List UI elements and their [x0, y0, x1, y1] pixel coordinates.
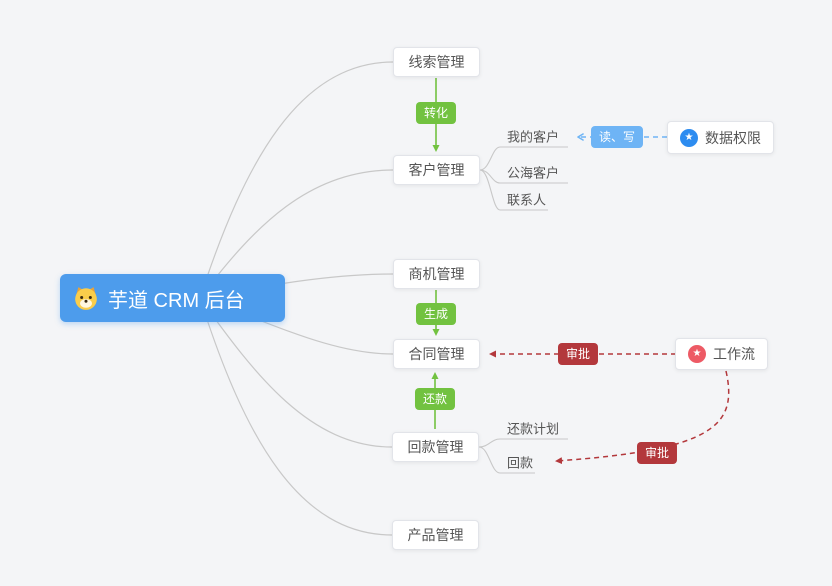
badge-repay: 还款	[414, 388, 456, 410]
node-workflow[interactable]: ★ 工作流	[675, 338, 768, 370]
node-product[interactable]: 产品管理	[392, 520, 479, 550]
badge-generate: 生成	[415, 303, 457, 325]
node-receivable[interactable]: 回款管理	[392, 432, 479, 462]
edge-root-product	[199, 297, 393, 536]
edge-customers-contact	[479, 169, 548, 211]
root-node-label: 芋道 CRM 后台	[108, 289, 245, 312]
dog-logo-icon	[75, 287, 97, 310]
data-permission-star-icon: ★	[680, 128, 698, 147]
node-contract[interactable]: 合同管理	[393, 339, 480, 369]
badge-approve-receivable: 审批	[636, 442, 678, 464]
node-opportunity-label: 商机管理	[408, 266, 465, 282]
node-leads-label: 线索管理	[408, 54, 465, 70]
node-product-label: 产品管理	[407, 527, 464, 543]
node-data-permission[interactable]: ★ 数据权限	[667, 121, 774, 154]
node-workflow-label: 工作流	[713, 346, 755, 362]
arrow-workflow-to-receivable-record	[555, 370, 730, 465]
subnode-repay-plan[interactable]: 还款计划	[507, 421, 560, 437]
node-data-permission-label: 数据权限	[705, 129, 761, 146]
edge-root-receivable	[199, 297, 393, 448]
node-receivable-label: 回款管理	[407, 439, 464, 455]
subnode-public-customer[interactable]: 公海客户	[507, 165, 560, 181]
subnode-receivable-record[interactable]: 回款	[507, 455, 534, 471]
edge-receivable-record	[478, 446, 535, 474]
node-contract-label: 合同管理	[408, 346, 465, 362]
edge-receivable-repay-plan	[478, 438, 568, 448]
badge-approve-contract: 审批	[557, 343, 599, 365]
workflow-star-icon: ★	[688, 345, 706, 363]
badge-convert: 转化	[415, 102, 457, 124]
node-customers[interactable]: 客户管理	[393, 155, 480, 185]
edge-customers-my-customer	[479, 146, 568, 171]
edge-root-leads	[199, 61, 394, 299]
subnode-my-customer[interactable]: 我的客户	[507, 129, 560, 145]
edge-root-customers	[199, 169, 394, 299]
badge-read-write: 读、写	[590, 126, 644, 148]
node-opportunity[interactable]: 商机管理	[393, 259, 480, 289]
node-leads[interactable]: 线索管理	[393, 47, 480, 77]
node-customers-label: 客户管理	[408, 162, 465, 178]
root-node-crm-admin[interactable]: 芋道 CRM 后台	[60, 274, 285, 322]
subnode-contact[interactable]: 联系人	[507, 192, 547, 208]
edge-customers-public-customer	[479, 169, 568, 184]
